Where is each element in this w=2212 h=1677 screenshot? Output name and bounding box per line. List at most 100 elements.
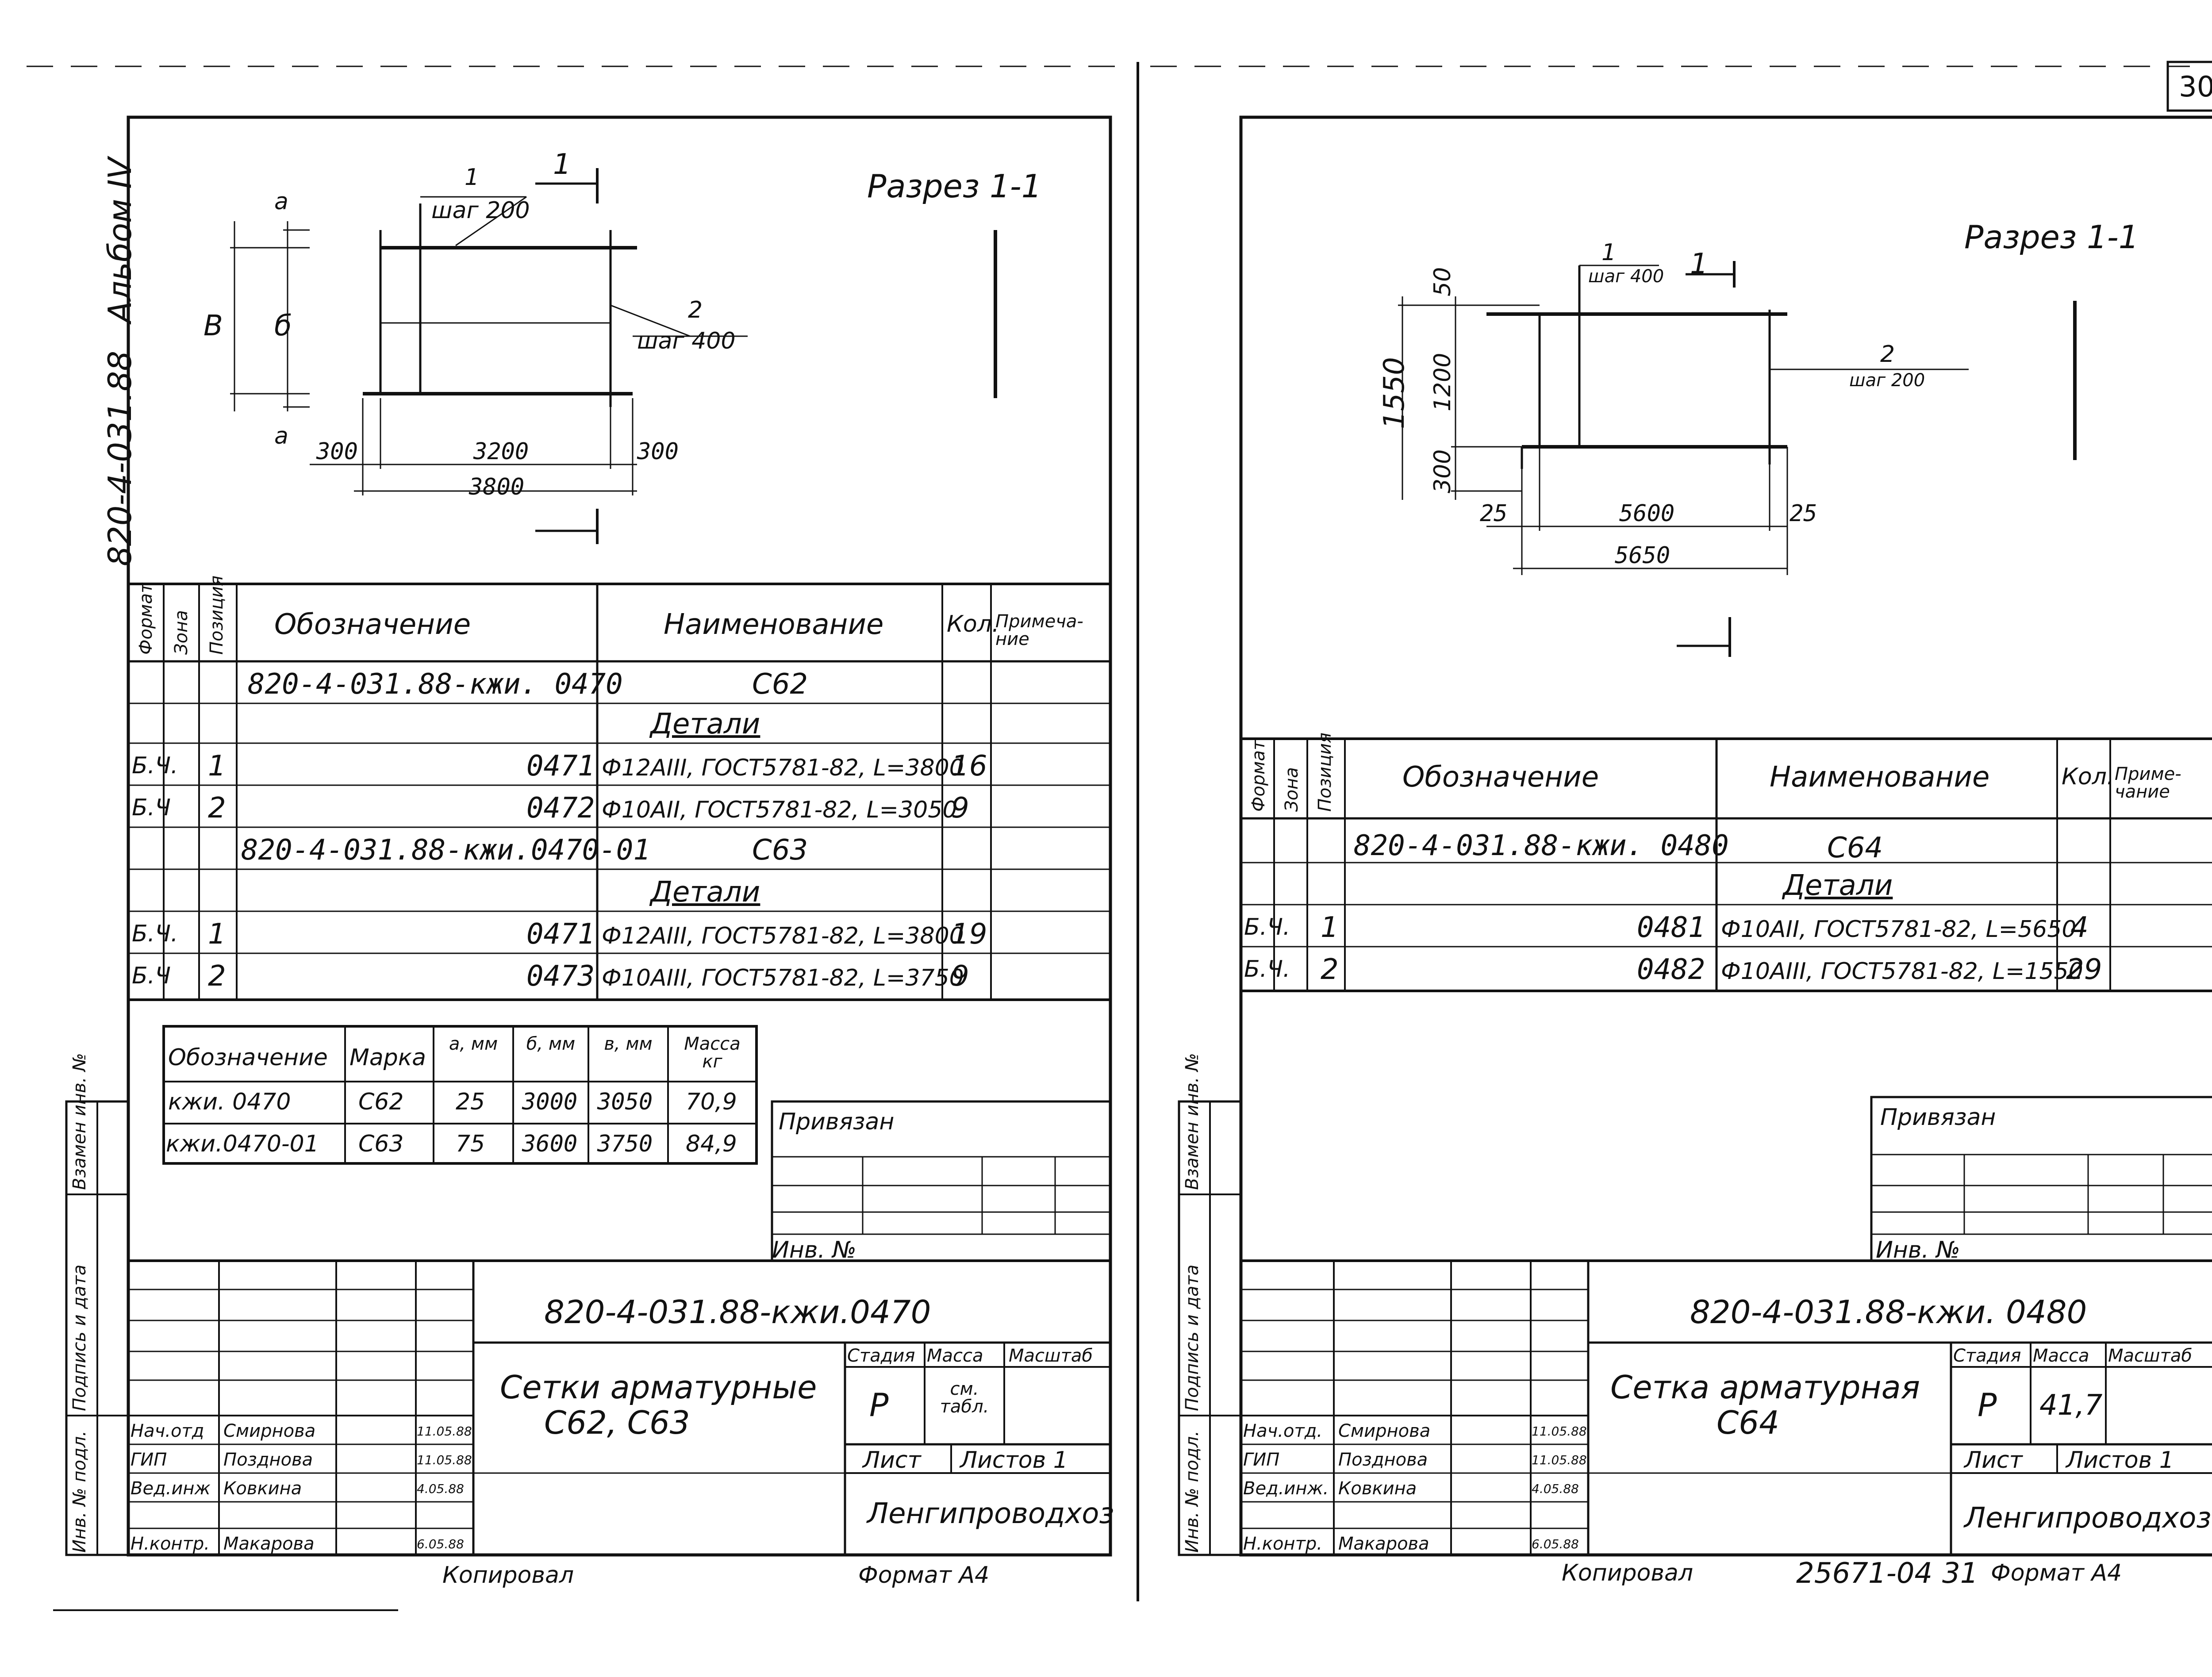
spec-row-name: С62 <box>752 668 808 701</box>
side-label: Подпись и дата <box>1182 1264 1202 1411</box>
spec-row-qty: 29 <box>2066 953 2102 986</box>
spec-header-position: Позиция <box>207 575 227 655</box>
stamp-document-code: 820-4-031.88-кжи. 0480 <box>1690 1293 2087 1331</box>
stamp-stage: Р <box>1978 1386 1997 1424</box>
spec-row-designation: 0472 <box>526 792 595 825</box>
privyazan-label: Привязан <box>1880 1104 1996 1131</box>
spec-row-name: Ф10АII, ГОСТ5781-82, L=3050 <box>602 797 957 823</box>
stamp-mass: см. табл. <box>940 1379 989 1417</box>
stamp-mass-header: Масса <box>2033 1346 2089 1366</box>
spec-header-designation: Обозначение <box>274 608 471 641</box>
param-cell: 3000 <box>522 1089 578 1115</box>
stamp-date: 4.05.88 <box>1532 1481 1579 1496</box>
spec-row-name: Ф10АIII, ГОСТ5781-82, L=3750 <box>602 965 964 991</box>
side-label: Инв. № подл. <box>1182 1431 1202 1553</box>
dim-a-bottom: a <box>274 423 288 449</box>
stamp-role: Н.контр. <box>131 1534 210 1554</box>
spec-row-designation: 0482 <box>1637 953 1705 986</box>
section-title: Разрез 1-1 <box>867 168 1042 205</box>
stamp-role: Вед.инж. <box>1243 1478 1329 1499</box>
param-cell: кжи.0470-01 <box>166 1131 319 1157</box>
dim-height-inner: 1200 <box>1429 353 1456 411</box>
stamp-role: Нач.отд. <box>1243 1421 1323 1441</box>
spec-row-position: 2 <box>1321 953 1339 986</box>
param-cell: кжи. 0470 <box>168 1089 291 1115</box>
spec-row-format: Б.Ч. <box>132 921 178 947</box>
spec-row-qty: 19 <box>951 918 987 951</box>
dim-pos2-label: 2 <box>1880 341 1895 368</box>
sheet-number: 31 <box>1942 1557 1978 1590</box>
stamp-sheet-header: Лист <box>1964 1447 2023 1474</box>
dim-step1-label: шаг 200 <box>431 197 530 224</box>
dim-height-total: 1550 <box>1378 357 1411 429</box>
stamp-role: Н.контр. <box>1243 1534 1322 1554</box>
dim-step1-label: шаг 400 <box>1588 266 1664 287</box>
param-header: а, мм <box>449 1034 498 1054</box>
dim-pos2-label: 2 <box>688 297 703 323</box>
spec-row-designation: 820-4-031.88-кжи. 0470 <box>248 668 623 701</box>
spec-row-designation: 0481 <box>1637 911 1705 944</box>
param-header: б, мм <box>526 1034 576 1054</box>
param-cell: 3600 <box>522 1131 578 1157</box>
stamp-person: Смирнова <box>223 1421 316 1441</box>
stamp-stage-header: Стадия <box>1953 1346 2021 1366</box>
spec-row-name: Ф12АIII, ГОСТ5781-82, L=3800 <box>602 755 964 781</box>
inventory-number: 25671-04 <box>1796 1557 1933 1590</box>
spec-row-position: 1 <box>208 918 226 951</box>
dim-a-bottom: 300 <box>1429 449 1456 493</box>
spec-header-qty: Кол. <box>2062 764 2114 790</box>
stamp-mass-header: Масса <box>927 1346 983 1366</box>
stamp-sheets-header: Листов 1 <box>960 1447 1068 1474</box>
section-marker: 1 <box>553 148 571 181</box>
dim-pos1-label: 1 <box>1601 239 1617 266</box>
spec-header-name: Наименование <box>664 608 884 641</box>
spec-header-qty: Кол. <box>947 611 999 637</box>
dim-step2-label: шаг 200 <box>1849 370 1925 391</box>
stamp-date: 11.05.88 <box>1532 1424 1587 1439</box>
side-label: Взамен инв. № <box>69 1053 90 1190</box>
spec-row-format: Б.Ч <box>132 963 171 989</box>
spec-row-designation: 0471 <box>526 918 595 951</box>
param-cell: С62 <box>358 1089 404 1115</box>
format-label: Формат А4 <box>858 1562 990 1589</box>
spec-row-position: 1 <box>1321 911 1339 944</box>
dim-width-mid: 5600 <box>1619 500 1675 527</box>
stamp-role: Вед.инж <box>131 1478 211 1499</box>
spec-header-position: Позиция <box>1315 732 1335 812</box>
spec-row-format: Б.Ч. <box>132 752 178 779</box>
side-label: Подпись и дата <box>69 1264 90 1411</box>
spec-row-qty: 9 <box>951 960 969 993</box>
album-label: Альбом IV <box>101 157 138 323</box>
privyazan-label: Привязан <box>779 1109 895 1135</box>
stamp-person: Макарова <box>223 1534 315 1554</box>
spec-header-note: Приме-чание <box>2115 764 2181 802</box>
spec-row-designation: 0471 <box>526 750 595 783</box>
dim-width-right: 300 <box>637 438 679 465</box>
stamp-person: Ковкина <box>223 1478 302 1499</box>
spec-row-designation: 0473 <box>526 960 595 993</box>
stamp-person: Смирнова <box>1338 1421 1431 1441</box>
dim-width-total: 3800 <box>469 474 525 500</box>
spec-header-zone: Зона <box>1282 767 1302 812</box>
param-cell: 3750 <box>597 1131 653 1157</box>
stamp-title-line1: Сетка арматурная <box>1610 1369 1920 1406</box>
spec-row-qty: 4 <box>2070 911 2089 944</box>
spec-row-name: С63 <box>752 834 808 867</box>
stamp-person: Макарова <box>1338 1534 1429 1554</box>
spec-row-name: Ф12АIII, ГОСТ5781-82, L=3800 <box>602 923 964 949</box>
param-cell: С63 <box>358 1131 404 1157</box>
spec-header-note: Примеча-ние <box>995 611 1083 649</box>
spec-row-position: 2 <box>208 792 226 825</box>
stamp-role: Нач.отд <box>131 1421 204 1441</box>
dim-width-left: 25 <box>1480 500 1508 527</box>
stamp-scale-header: Масштаб <box>1009 1346 1093 1366</box>
stamp-scale-header: Масштаб <box>2108 1346 2193 1366</box>
stamp-person: Ковкина <box>1338 1478 1417 1499</box>
dim-step2-label: шаг 400 <box>637 328 736 354</box>
stamp-date: 11.05.88 <box>1532 1453 1587 1467</box>
stamp-role: ГИП <box>1243 1450 1280 1470</box>
stamp-sheet-header: Лист <box>863 1447 921 1474</box>
param-cell: 84,9 <box>686 1131 737 1157</box>
stamp-organization: Ленгипроводхоз <box>1964 1502 2212 1535</box>
